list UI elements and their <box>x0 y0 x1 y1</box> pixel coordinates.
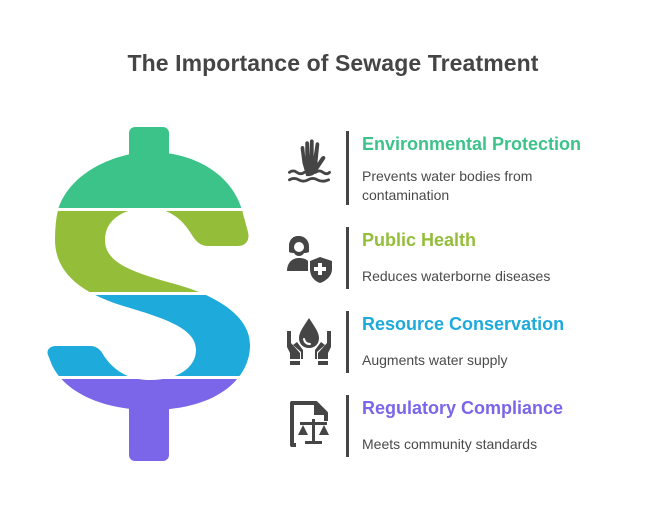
item-heading: Environmental Protection <box>362 134 582 154</box>
item-description: Prevents water bodies from contamination <box>362 168 533 203</box>
divider-line <box>346 311 349 373</box>
divider-line <box>346 227 349 289</box>
item-heading: Regulatory Compliance <box>362 398 564 418</box>
hands-water-drop-icon <box>287 318 331 365</box>
drowning-hand-icon <box>288 139 331 183</box>
person-shield-plus-icon <box>287 236 332 283</box>
divider-line <box>346 131 349 205</box>
item-heading: Resource Conservation <box>362 314 565 334</box>
item-description: Meets community standards <box>362 436 538 452</box>
dollar-sign-graphic <box>47 127 251 461</box>
item-description: Reduces waterborne diseases <box>362 268 551 284</box>
item-description: Augments water supply <box>362 352 508 368</box>
document-scales-icon <box>290 401 334 449</box>
page-title: The Importance of Sewage Treatment <box>127 50 539 76</box>
divider-line <box>346 395 349 457</box>
item-heading: Public Health <box>362 230 477 250</box>
